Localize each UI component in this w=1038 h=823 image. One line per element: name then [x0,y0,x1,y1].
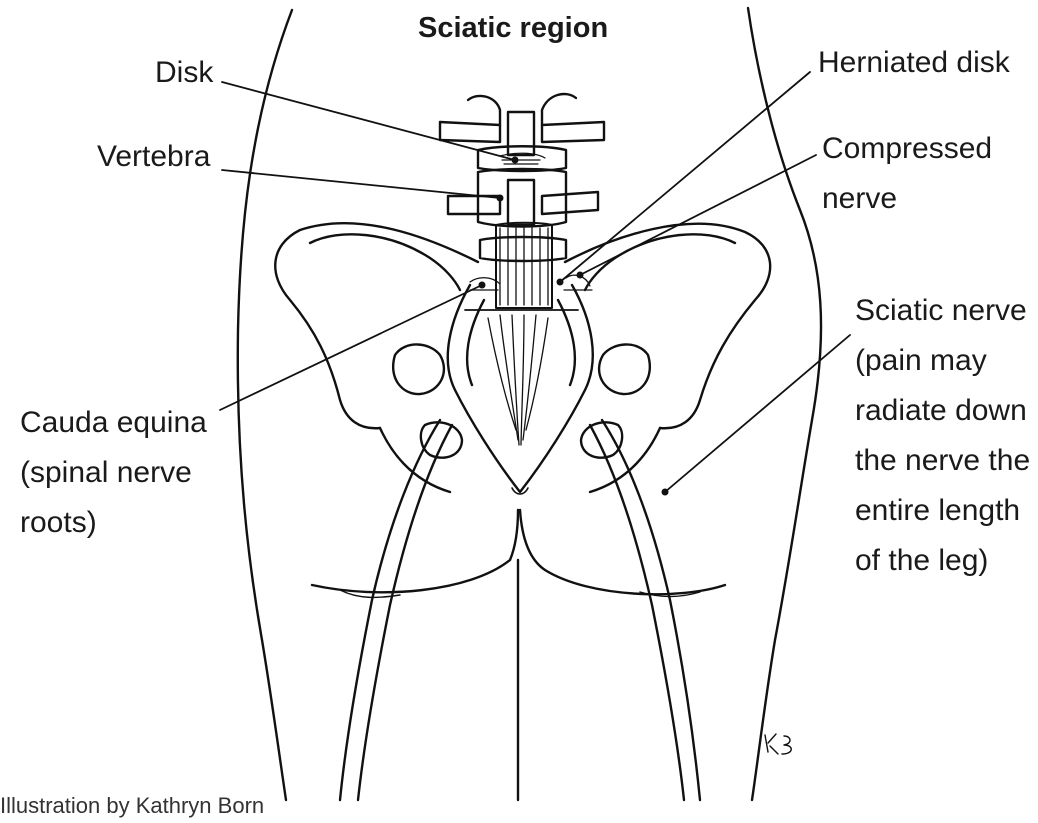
label-line: roots) [20,506,97,539]
leader-dots [478,156,669,496]
label-line: (spinal nerve [20,456,192,489]
label-sciatic-nerve: Sciatic nerve (pain may radiate down the… [855,286,1030,586]
illustration-credit: Illustration by Kathryn Born [0,793,265,818]
label-herniated-disk: Herniated disk [818,46,1010,79]
label-line: of the leg) [855,544,989,577]
artist-signature [764,733,792,755]
body-outline [236,6,823,802]
label-cauda-equina: Cauda equina (spinal nerve roots) [20,398,207,548]
label-line: entire length [855,494,1021,527]
label-line: nerve [822,182,898,215]
label-line: Cauda equina [20,406,207,439]
pelvis [274,222,772,494]
label-line: the nerve the [855,444,1031,477]
cauda-equina [487,221,553,446]
label-compressed-nerve: Compressed nerve [822,124,992,224]
diagram-title: Sciatic region [418,12,609,44]
label-line: Compressed [822,132,993,165]
label-disk: Disk [155,56,214,89]
leader-lines [219,71,851,493]
label-line: radiate down [855,394,1027,427]
sciatic-nerves [338,418,702,802]
sacrum [446,283,594,495]
label-line: Sciatic nerve [855,294,1027,327]
label-vertebra: Vertebra [97,140,211,173]
label-line: (pain may [855,344,987,377]
lumbar-spine [438,92,606,263]
